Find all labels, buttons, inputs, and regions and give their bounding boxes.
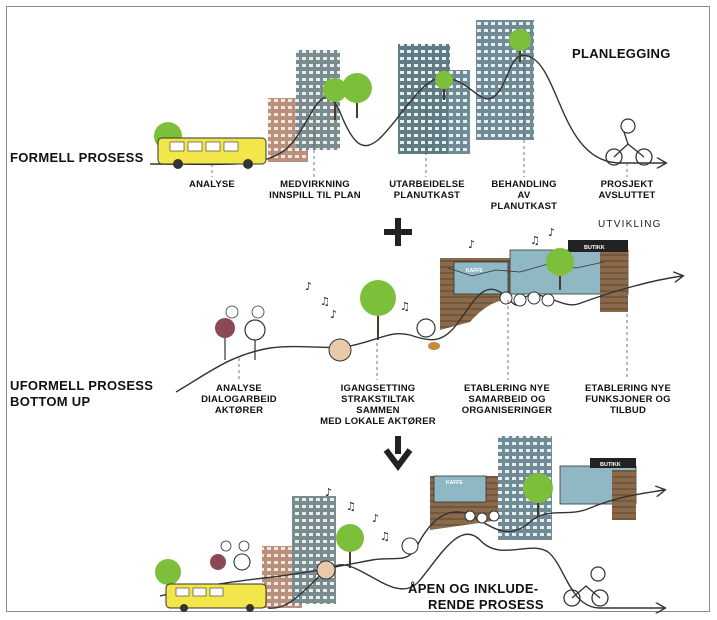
bus-icon bbox=[157, 137, 267, 169]
open-process-heading: ÅPEN OG INKLUDE- RENDE PROSESS bbox=[408, 581, 544, 612]
formal-process-heading: FORMELL PROSESS bbox=[10, 150, 144, 165]
bunting bbox=[447, 261, 605, 277]
combined-process-section: ♪♫♪♫ bbox=[155, 436, 664, 612]
cafe-building-icon bbox=[430, 475, 500, 530]
crowd-icon bbox=[499, 291, 555, 307]
shop-building-icon bbox=[559, 458, 637, 520]
people-icon bbox=[215, 305, 266, 360]
guitar-player-icon bbox=[401, 537, 419, 555]
tree-icon bbox=[546, 248, 574, 290]
plus-icon bbox=[384, 218, 412, 246]
diagram-frame bbox=[6, 6, 710, 612]
svg-text:♪: ♪ bbox=[305, 280, 312, 293]
combined-lower-line bbox=[267, 533, 664, 608]
informal-dashed-guides bbox=[238, 290, 628, 380]
shop-sign: BUTIKK bbox=[600, 462, 621, 468]
tree-icon bbox=[323, 73, 372, 120]
tree-icon bbox=[435, 71, 453, 100]
informal-process-section: ♪♫♪ ♫♪♫♪ bbox=[175, 226, 682, 393]
svg-text:♪: ♪ bbox=[325, 486, 332, 499]
cafe-building-icon bbox=[440, 258, 510, 330]
combined-upper-line bbox=[159, 490, 664, 597]
svg-text:♫: ♫ bbox=[530, 234, 540, 247]
person-icon bbox=[316, 560, 336, 580]
formal-process-section bbox=[149, 20, 665, 177]
formal-step-analysis: ANALYSE bbox=[189, 179, 235, 190]
down-arrow-icon bbox=[383, 436, 413, 471]
svg-text:♫: ♫ bbox=[380, 530, 390, 543]
cafe-sign: KAFFE bbox=[446, 480, 463, 486]
informal-process-heading: UFORMELL PROSESS BOTTOM UP bbox=[10, 378, 154, 409]
gray-building-icon bbox=[292, 496, 336, 604]
music-notes-icon: ♪♫♪ ♫♪♫♪ bbox=[305, 226, 555, 321]
music-notes-icon: ♪♫♪♫ bbox=[325, 486, 390, 543]
svg-text:♫: ♫ bbox=[320, 295, 330, 308]
cafe-sign: KAFFE bbox=[466, 268, 483, 274]
planning-heading: PLANLEGGING bbox=[572, 46, 671, 61]
svg-text:♪: ♪ bbox=[330, 308, 337, 321]
tree-icon bbox=[336, 524, 364, 568]
guitar-player-icon bbox=[416, 318, 440, 350]
svg-text:♫: ♫ bbox=[400, 300, 410, 313]
informal-process-line bbox=[175, 276, 682, 393]
shop-sign: BUTIKK bbox=[584, 245, 605, 251]
tree-icon bbox=[360, 280, 396, 340]
svg-text:♫: ♫ bbox=[346, 500, 356, 513]
shop-building-icon bbox=[509, 240, 629, 312]
tree-icon bbox=[509, 29, 531, 62]
cyclist-icon bbox=[605, 118, 653, 166]
formal-dashed-guides bbox=[211, 62, 628, 177]
tree-icon bbox=[523, 473, 553, 516]
cyclist-icon bbox=[563, 566, 609, 607]
bus-icon bbox=[165, 583, 267, 612]
svg-text:♪: ♪ bbox=[372, 512, 379, 525]
crowd-icon bbox=[464, 510, 500, 524]
people-icon bbox=[210, 540, 251, 571]
development-heading: UTVIKLING bbox=[598, 219, 662, 230]
svg-text:♪: ♪ bbox=[468, 238, 475, 251]
person-icon bbox=[328, 338, 352, 362]
svg-text:♪: ♪ bbox=[548, 226, 555, 239]
teal-building-icon bbox=[398, 44, 470, 154]
formal-process-line bbox=[149, 54, 665, 164]
